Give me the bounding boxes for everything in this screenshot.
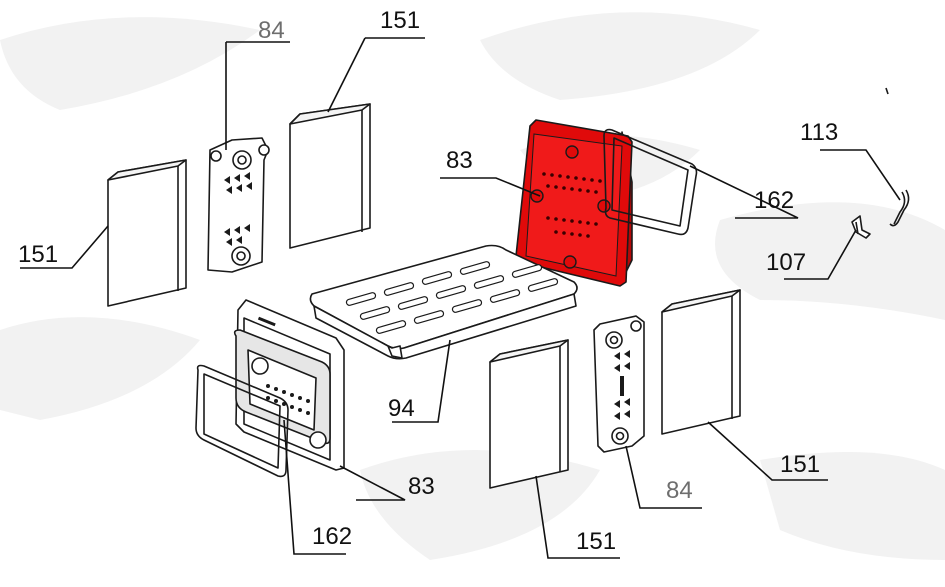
brick-151-right <box>661 289 741 435</box>
brick-151-left <box>107 159 187 307</box>
clip-107 <box>851 215 871 239</box>
side-plate-84-top <box>207 137 270 273</box>
gasket-162-right <box>603 128 698 236</box>
label-brick-top: 151 <box>380 7 420 34</box>
label-grate: 94 <box>388 395 415 422</box>
background-pattern <box>0 12 945 560</box>
label-gasket-right: 162 <box>754 187 794 214</box>
hook-113 <box>885 87 910 227</box>
brick-151-bottom <box>489 339 569 489</box>
front-plate-83 <box>233 299 345 471</box>
label-brick-bottom: 151 <box>576 528 616 555</box>
label-brick-right: 151 <box>780 451 820 478</box>
label-brick-left: 151 <box>18 241 58 268</box>
label-hook: 113 <box>800 119 838 146</box>
label-gasket-left: 162 <box>312 523 352 550</box>
label-back-plate-red: 83 <box>446 147 473 174</box>
grate-94 <box>309 244 578 360</box>
callout-labels: 84 151 151 83 113 162 107 94 83 162 151 … <box>18 7 838 555</box>
gasket-162-left <box>195 364 289 478</box>
label-front-plate: 83 <box>408 473 435 500</box>
label-clip: 107 <box>766 249 806 276</box>
brick-151-top <box>289 103 371 249</box>
leader-lines <box>20 37 901 559</box>
side-plate-84-bottom <box>593 315 645 453</box>
label-side-plate-bottom: 84 <box>666 477 693 504</box>
label-side-plate-top: 84 <box>258 17 285 44</box>
